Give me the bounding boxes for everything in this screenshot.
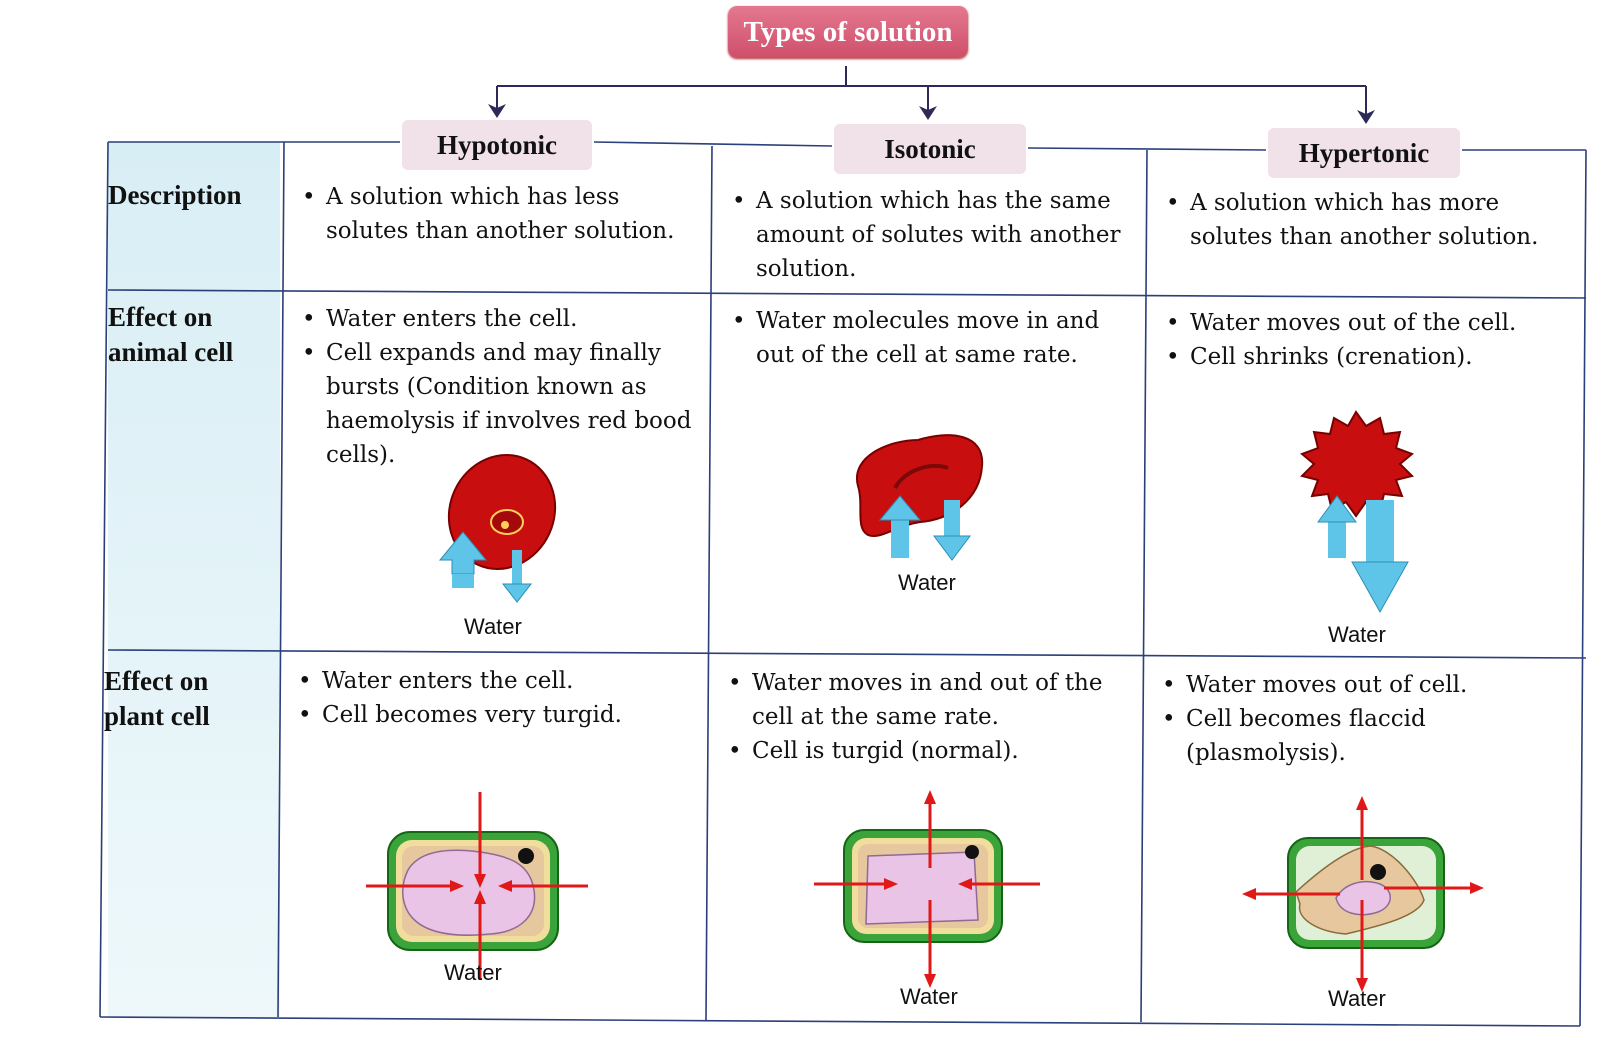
water-out-arrow bbox=[501, 550, 533, 603]
bullet-item: Water enters the cell. bbox=[298, 664, 704, 698]
column-header-hypotonic: Hypotonic bbox=[402, 120, 592, 170]
water-label-hypertonic-animal: Water bbox=[1328, 622, 1386, 647]
title-text: Types of solution bbox=[743, 15, 953, 48]
cell-description-hypotonic: A solution which has less solutes than a… bbox=[298, 180, 698, 248]
bullet-item: A solution which has more solutes than a… bbox=[1166, 186, 1577, 254]
row-label-description: Description bbox=[108, 178, 278, 213]
isotonic-plant-cell bbox=[814, 790, 1040, 988]
bullet-item: Cell shrinks (crenation). bbox=[1166, 340, 1577, 374]
water-in-arrow bbox=[878, 495, 922, 558]
row-label-animal-cell: Effect on animal cell bbox=[108, 300, 278, 370]
column-header-text: Isotonic bbox=[884, 133, 976, 164]
hypertonic-plant-cell bbox=[1242, 796, 1484, 992]
bullet-item: Cell becomes flaccid (plasmolysis). bbox=[1162, 702, 1573, 770]
cell-plant-isotonic: Water moves in and out of the cell at th… bbox=[724, 666, 1134, 768]
inward-force-arrows bbox=[366, 792, 588, 980]
bullet-item: Water moves out of cell. bbox=[1162, 668, 1573, 702]
column-header-text: Hypotonic bbox=[436, 129, 557, 160]
bullet-item: Cell becomes very turgid. bbox=[298, 698, 704, 732]
label-column-background bbox=[108, 142, 280, 1018]
row-label-text: Description bbox=[108, 180, 242, 210]
outward-force-arrows bbox=[1242, 796, 1484, 992]
cell-description-hypertonic: A solution which has more solutes than a… bbox=[1162, 186, 1577, 254]
cell-animal-isotonic: Water molecules move in and out of the c… bbox=[728, 304, 1138, 372]
bullet-item: Cell is turgid (normal). bbox=[728, 734, 1134, 768]
isotonic-animal-cell bbox=[855, 434, 984, 561]
hypotonic-animal-cell bbox=[438, 454, 557, 603]
bullet-item: Water molecules move in and out of the c… bbox=[732, 304, 1138, 372]
bullet-item: Water enters the cell. bbox=[302, 302, 708, 336]
row-label-line: Effect on bbox=[104, 666, 209, 696]
table-grid bbox=[99, 141, 1587, 1027]
cell-animal-hypotonic: Water enters the cell. Cell expands and … bbox=[298, 302, 708, 472]
water-out-arrow bbox=[1351, 500, 1409, 614]
column-header-isotonic: Isotonic bbox=[834, 124, 1026, 174]
water-in-arrow bbox=[1317, 495, 1357, 558]
row-label-plant-cell: Effect on plant cell bbox=[104, 664, 274, 734]
water-label-isotonic-animal: Water bbox=[898, 570, 956, 595]
hypertonic-animal-cell bbox=[1300, 410, 1414, 614]
water-label-isotonic-plant: Water bbox=[900, 984, 958, 1009]
column-header-text: Hypertonic bbox=[1298, 137, 1430, 168]
water-label-hypotonic-animal: Water bbox=[464, 614, 522, 639]
balanced-force-arrows bbox=[814, 790, 1040, 988]
water-in-arrow bbox=[438, 531, 488, 588]
connector-arrowheads bbox=[488, 104, 1375, 124]
cell-plant-hypotonic: Water enters the cell. Cell becomes very… bbox=[294, 664, 704, 732]
title-badge: Types of solution bbox=[728, 6, 968, 58]
water-label-hypertonic-plant: Water bbox=[1328, 986, 1386, 1011]
water-out-arrow bbox=[933, 500, 971, 561]
bullet-item: Water moves in and out of the cell at th… bbox=[728, 666, 1134, 734]
bullet-item: A solution which has the same amount of … bbox=[732, 184, 1138, 286]
row-label-line: Effect on bbox=[108, 302, 213, 332]
column-header-hypertonic: Hypertonic bbox=[1268, 128, 1460, 178]
bullet-item: Water moves out of the cell. bbox=[1166, 306, 1577, 340]
water-label-hypotonic-plant: Water bbox=[444, 960, 502, 985]
cell-plant-hypertonic: Water moves out of cell. Cell becomes fl… bbox=[1158, 668, 1573, 770]
bullet-item: Cell expands and may finally bursts (Con… bbox=[302, 336, 708, 472]
cell-animal-hypertonic: Water moves out of the cell. Cell shrink… bbox=[1162, 306, 1577, 374]
hypotonic-plant-cell bbox=[366, 792, 588, 980]
cell-description-isotonic: A solution which has the same amount of … bbox=[728, 184, 1138, 286]
bullet-item: A solution which has less solutes than a… bbox=[302, 180, 698, 248]
row-label-line: animal cell bbox=[108, 337, 234, 367]
row-label-line: plant cell bbox=[104, 701, 210, 731]
